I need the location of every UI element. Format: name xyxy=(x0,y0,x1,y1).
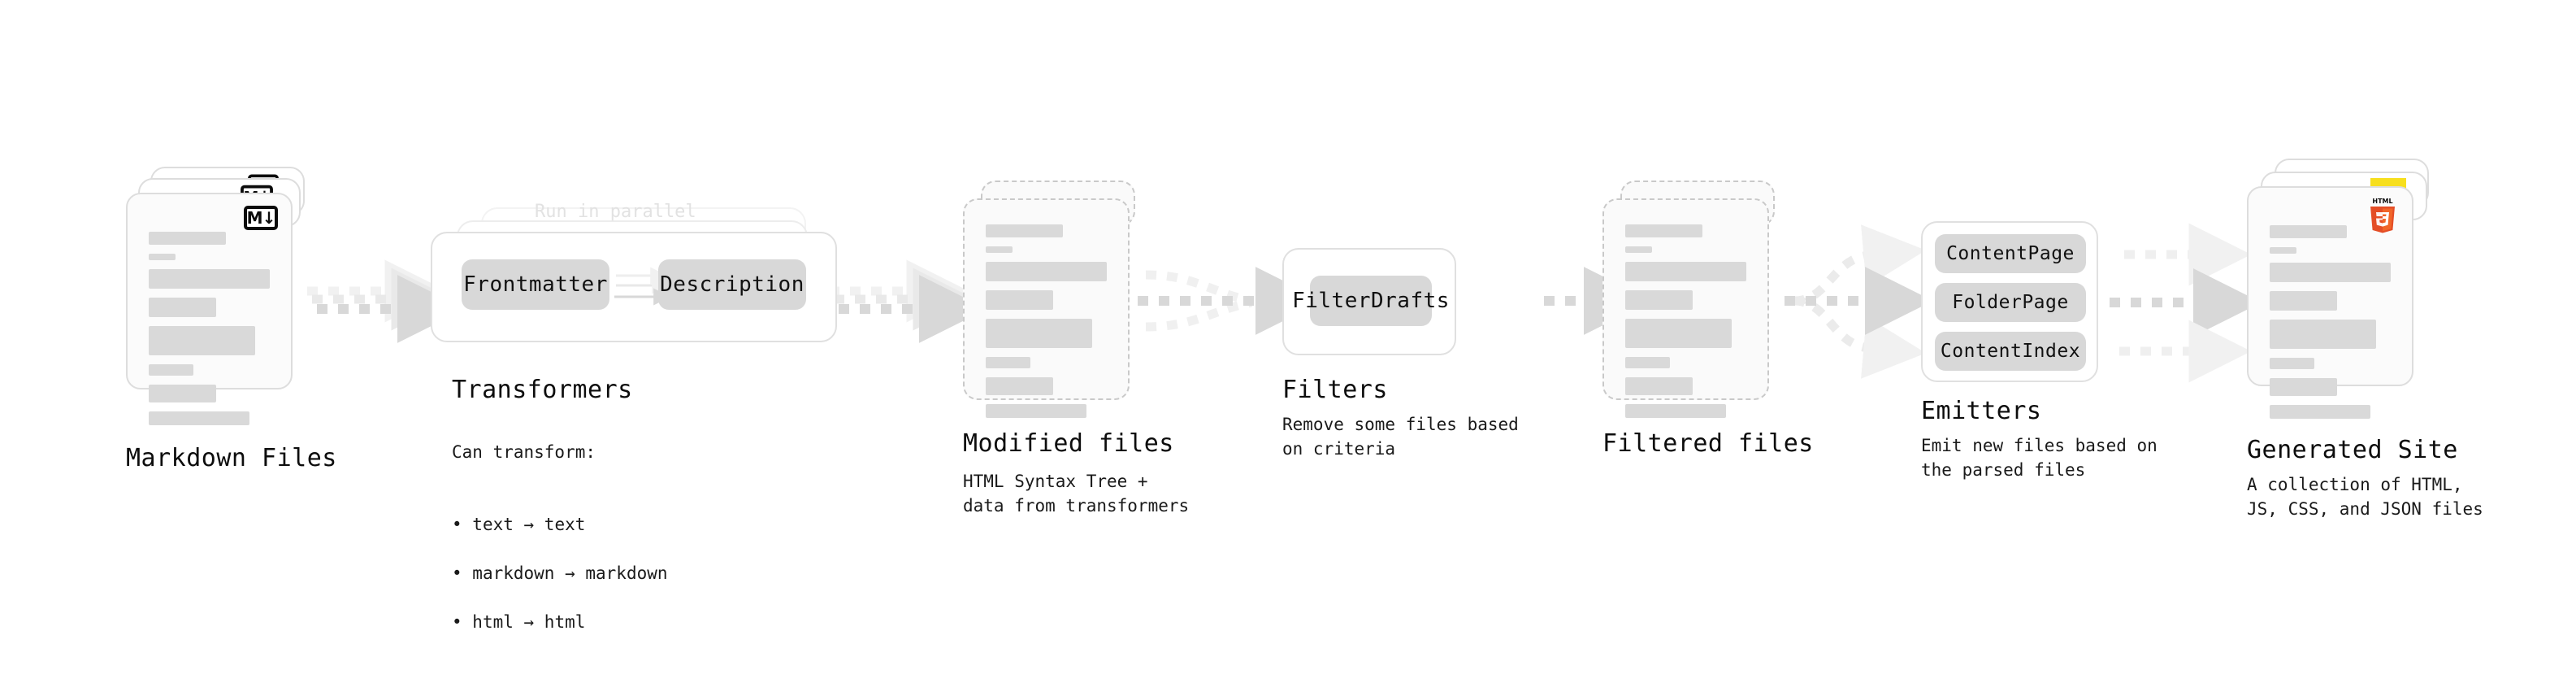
document-skeleton xyxy=(2270,225,2391,428)
stage-title-emitters: Emitters xyxy=(1921,397,2042,425)
document-card-front: M↓ xyxy=(126,193,293,425)
document-card-front: HTML xyxy=(2247,186,2413,419)
stage-title-markdown-files: Markdown Files xyxy=(126,444,337,472)
stage-desc-filters: Remove some files based on criteria xyxy=(1282,415,1519,459)
stage-generated-site: CSS HTML xyxy=(2247,159,2450,427)
chip-description[interactable]: Description xyxy=(658,259,806,310)
transformers-internal-arrows xyxy=(614,267,671,306)
connector-filtered-to-emitters xyxy=(1785,224,1933,379)
document-skeleton xyxy=(986,224,1107,427)
connector-emitters-to-site xyxy=(2110,223,2262,383)
document-skeleton xyxy=(1625,224,1746,427)
transformer-bullet-markdown: markdown → markdown xyxy=(452,562,667,586)
chip-frontmatter[interactable]: Frontmatter xyxy=(462,259,609,310)
stage-title-generated-site: Generated Site xyxy=(2247,436,2458,464)
document-card-front xyxy=(963,198,1130,418)
stage-desc-modified-files: HTML Syntax Tree + data from transformer… xyxy=(963,472,1190,516)
stage-markdown-files: M↓ M↓ M↓ xyxy=(126,167,313,427)
transformers-bullets: text → text markdown → markdown html → h… xyxy=(452,489,668,659)
html5-badge: HTML xyxy=(2366,196,2399,237)
stage-emitters: ContentPage FolderPage ContentIndex xyxy=(1921,221,2098,382)
run-in-parallel-annotation: Run in parallel xyxy=(535,202,696,222)
stage-title-modified-files: Modified files xyxy=(963,429,1174,458)
chip-contentpage[interactable]: ContentPage xyxy=(1935,234,2086,273)
connector-markdown-to-transformers xyxy=(307,259,466,343)
stage-transformers: Frontmatter Description Frontmatter Desc… xyxy=(431,207,837,362)
document-card-front xyxy=(1602,198,1769,418)
connector-modified-to-filters xyxy=(1138,267,1324,335)
chip-contentindex[interactable]: ContentIndex xyxy=(1935,332,2086,371)
transformers-desc-heading: Can transform: xyxy=(452,442,596,462)
chip-folderpage[interactable]: FolderPage xyxy=(1935,283,2086,322)
stage-title-filters: Filters xyxy=(1282,376,1388,404)
stage-title-filtered-files: Filtered files xyxy=(1602,429,1814,458)
stage-filters: FilterDrafts xyxy=(1282,248,1456,355)
chip-filterdrafts[interactable]: FilterDrafts xyxy=(1292,276,1449,326)
stage-desc-transformers: Can transform: text → text markdown → ma… xyxy=(452,416,668,683)
markdown-badge: M↓ xyxy=(244,206,278,230)
transformer-bullet-html: html → html xyxy=(452,611,668,635)
stage-desc-generated-site: A collection of HTML, JS, CSS, and JSON … xyxy=(2247,475,2483,519)
connector-transformers-to-modified xyxy=(829,259,987,343)
stage-title-transformers: Transformers xyxy=(452,376,633,404)
svg-text:HTML: HTML xyxy=(2372,198,2392,205)
document-skeleton xyxy=(149,232,270,434)
stage-desc-emitters: Emit new files based on the parsed files xyxy=(1921,436,2158,480)
stage-modified-files xyxy=(963,181,1150,441)
transformer-bullet-text: text → text xyxy=(452,513,668,537)
html5-icon: HTML xyxy=(2370,198,2395,233)
stage-filtered-files xyxy=(1602,181,1789,441)
